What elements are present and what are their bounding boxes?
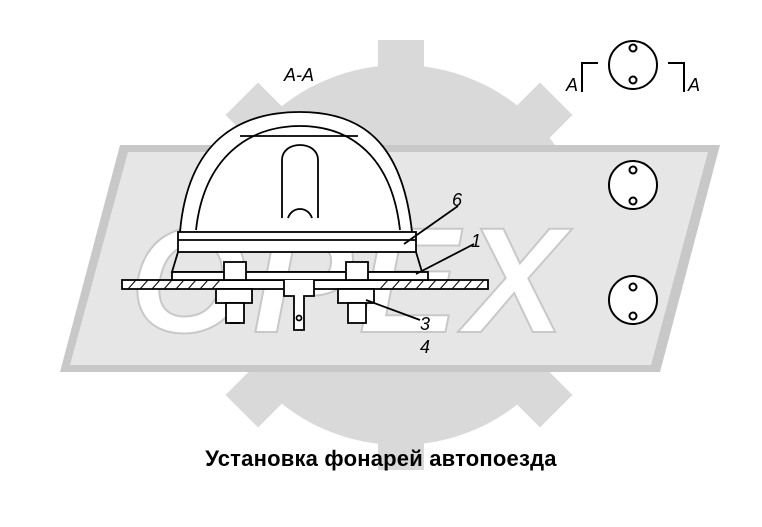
connector-terminal [283, 280, 315, 331]
lamp-bulb [281, 144, 319, 218]
watermark-logo: ОРЕХ [60, 40, 720, 470]
callout-6: 6 [452, 190, 463, 210]
section-label: А-А [283, 65, 314, 85]
gasket [171, 271, 429, 281]
lamp-base [177, 231, 417, 253]
bolt-right [337, 261, 375, 324]
cut-marker [581, 62, 685, 92]
callout-3: 3 [420, 314, 430, 334]
callout-4: 4 [420, 337, 430, 357]
lamp-top-view-1 [608, 40, 658, 90]
lamp-section-drawing [121, 111, 489, 331]
bolt-left [215, 261, 253, 324]
lamp-top-view-3 [608, 275, 658, 325]
callout-1: 1 [471, 231, 481, 251]
cut-marker-right-label: А [687, 75, 700, 95]
lamp-top-view-2 [608, 160, 658, 210]
cut-marker-left-label: А [565, 75, 578, 95]
caption: Установка фонарей автопоезда [205, 446, 557, 471]
